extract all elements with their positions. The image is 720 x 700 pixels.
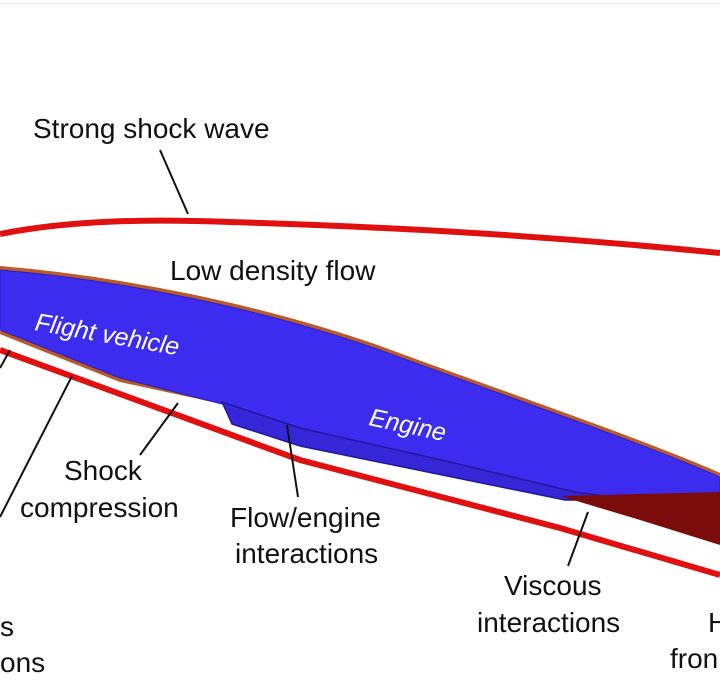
leader-left-partial-2 [0, 375, 73, 518]
label-flow-engine-line1: Flow/engine [230, 502, 381, 533]
label-right-partial-line2: fron [670, 643, 718, 674]
leader-shock-compression [139, 402, 179, 456]
label-strong-shock-wave: Strong shock wave [33, 113, 270, 144]
leader-left-partial-1 [0, 349, 11, 369]
label-left-partial-line1: s [0, 611, 14, 642]
label-viscous-line1: Viscous [504, 570, 602, 601]
leader-viscous [567, 511, 589, 567]
leader-strong-shock [159, 149, 189, 215]
label-low-density-flow: Low density flow [170, 255, 376, 286]
leader-flow-engine [286, 424, 299, 498]
exhaust-plume [560, 492, 720, 545]
label-left-partial-line2: ons [0, 647, 45, 678]
top-border [0, 3, 720, 4]
vehicle-upper-edge [0, 266, 720, 477]
label-viscous-line2: interactions [477, 607, 620, 638]
label-shock-compression-line2: compression [20, 492, 179, 523]
lower-shock-wave [0, 347, 720, 578]
label-right-partial-line1: H [708, 607, 720, 638]
upper-shock-wave [0, 217, 720, 256]
label-shock-compression-line1: Shock [64, 455, 143, 486]
label-flow-engine-line2: interactions [235, 538, 378, 569]
